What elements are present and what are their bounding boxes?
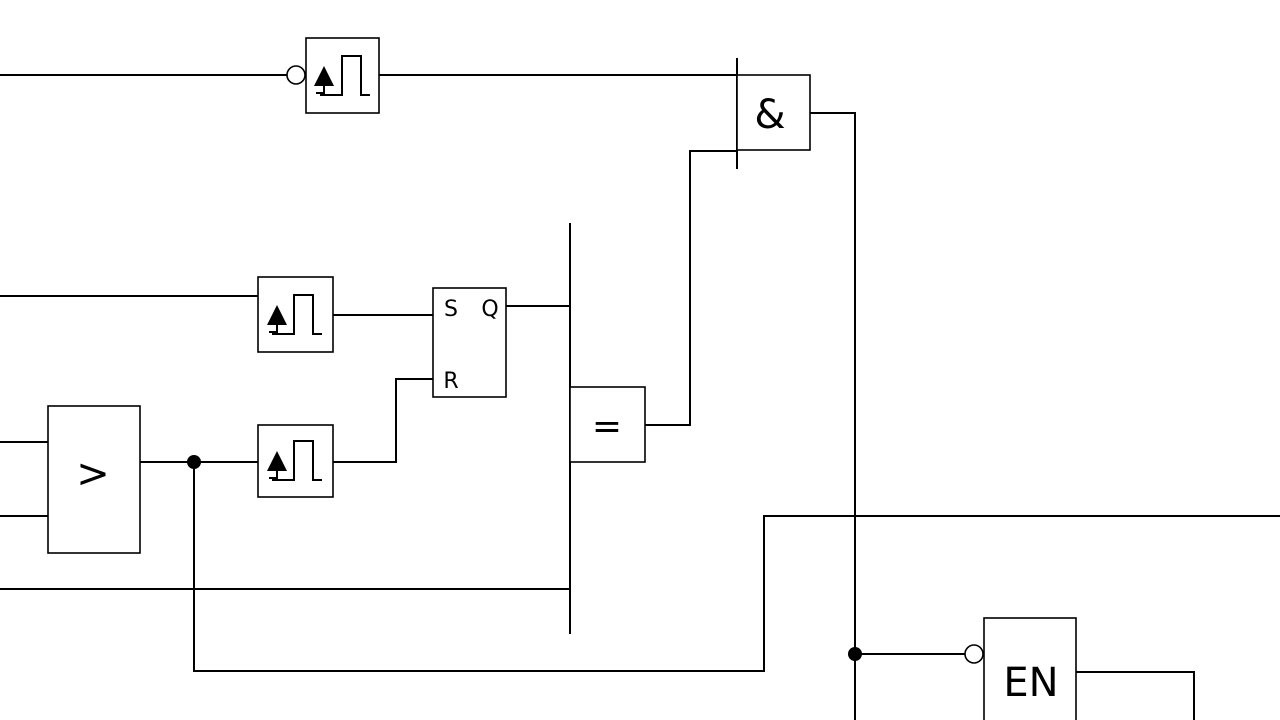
and-gate[interactable]: & — [736, 74, 811, 151]
edge-detector-middle[interactable] — [257, 276, 334, 353]
enable-block-symbol: EN — [1003, 660, 1058, 706]
rising-edge-icon — [314, 55, 370, 96]
sr-output-label: Q — [481, 297, 498, 322]
enable-block[interactable]: EN — [964, 617, 1077, 720]
sr-reset-label: R — [443, 369, 458, 394]
and-gate-symbol: & — [754, 92, 785, 138]
wire-and-output — [809, 112, 856, 720]
comparator-greater-than[interactable]: > — [47, 405, 141, 554]
wire-en-output — [1075, 671, 1195, 720]
rising-edge-icon — [267, 440, 322, 481]
wire-eq-to-and — [644, 150, 738, 426]
edge-detector-bottom[interactable] — [257, 424, 334, 498]
edge-detector-top[interactable] — [286, 37, 380, 114]
junction-dot-gt-output — [187, 455, 201, 469]
wire-edge-to-reset — [332, 378, 434, 463]
comparator-gt-symbol: > — [76, 451, 110, 497]
inversion-bubble-en — [964, 644, 984, 664]
inversion-bubble-top — [286, 65, 306, 85]
sr-set-label: S — [444, 297, 458, 322]
wire-gt-feedback — [193, 461, 1280, 672]
comparator-equal[interactable]: = — [569, 386, 646, 463]
rising-edge-icon — [267, 294, 322, 335]
junction-dot-and-output — [848, 647, 862, 661]
comparator-eq-symbol: = — [592, 406, 622, 447]
sr-flipflop[interactable]: S Q R — [432, 287, 507, 398]
